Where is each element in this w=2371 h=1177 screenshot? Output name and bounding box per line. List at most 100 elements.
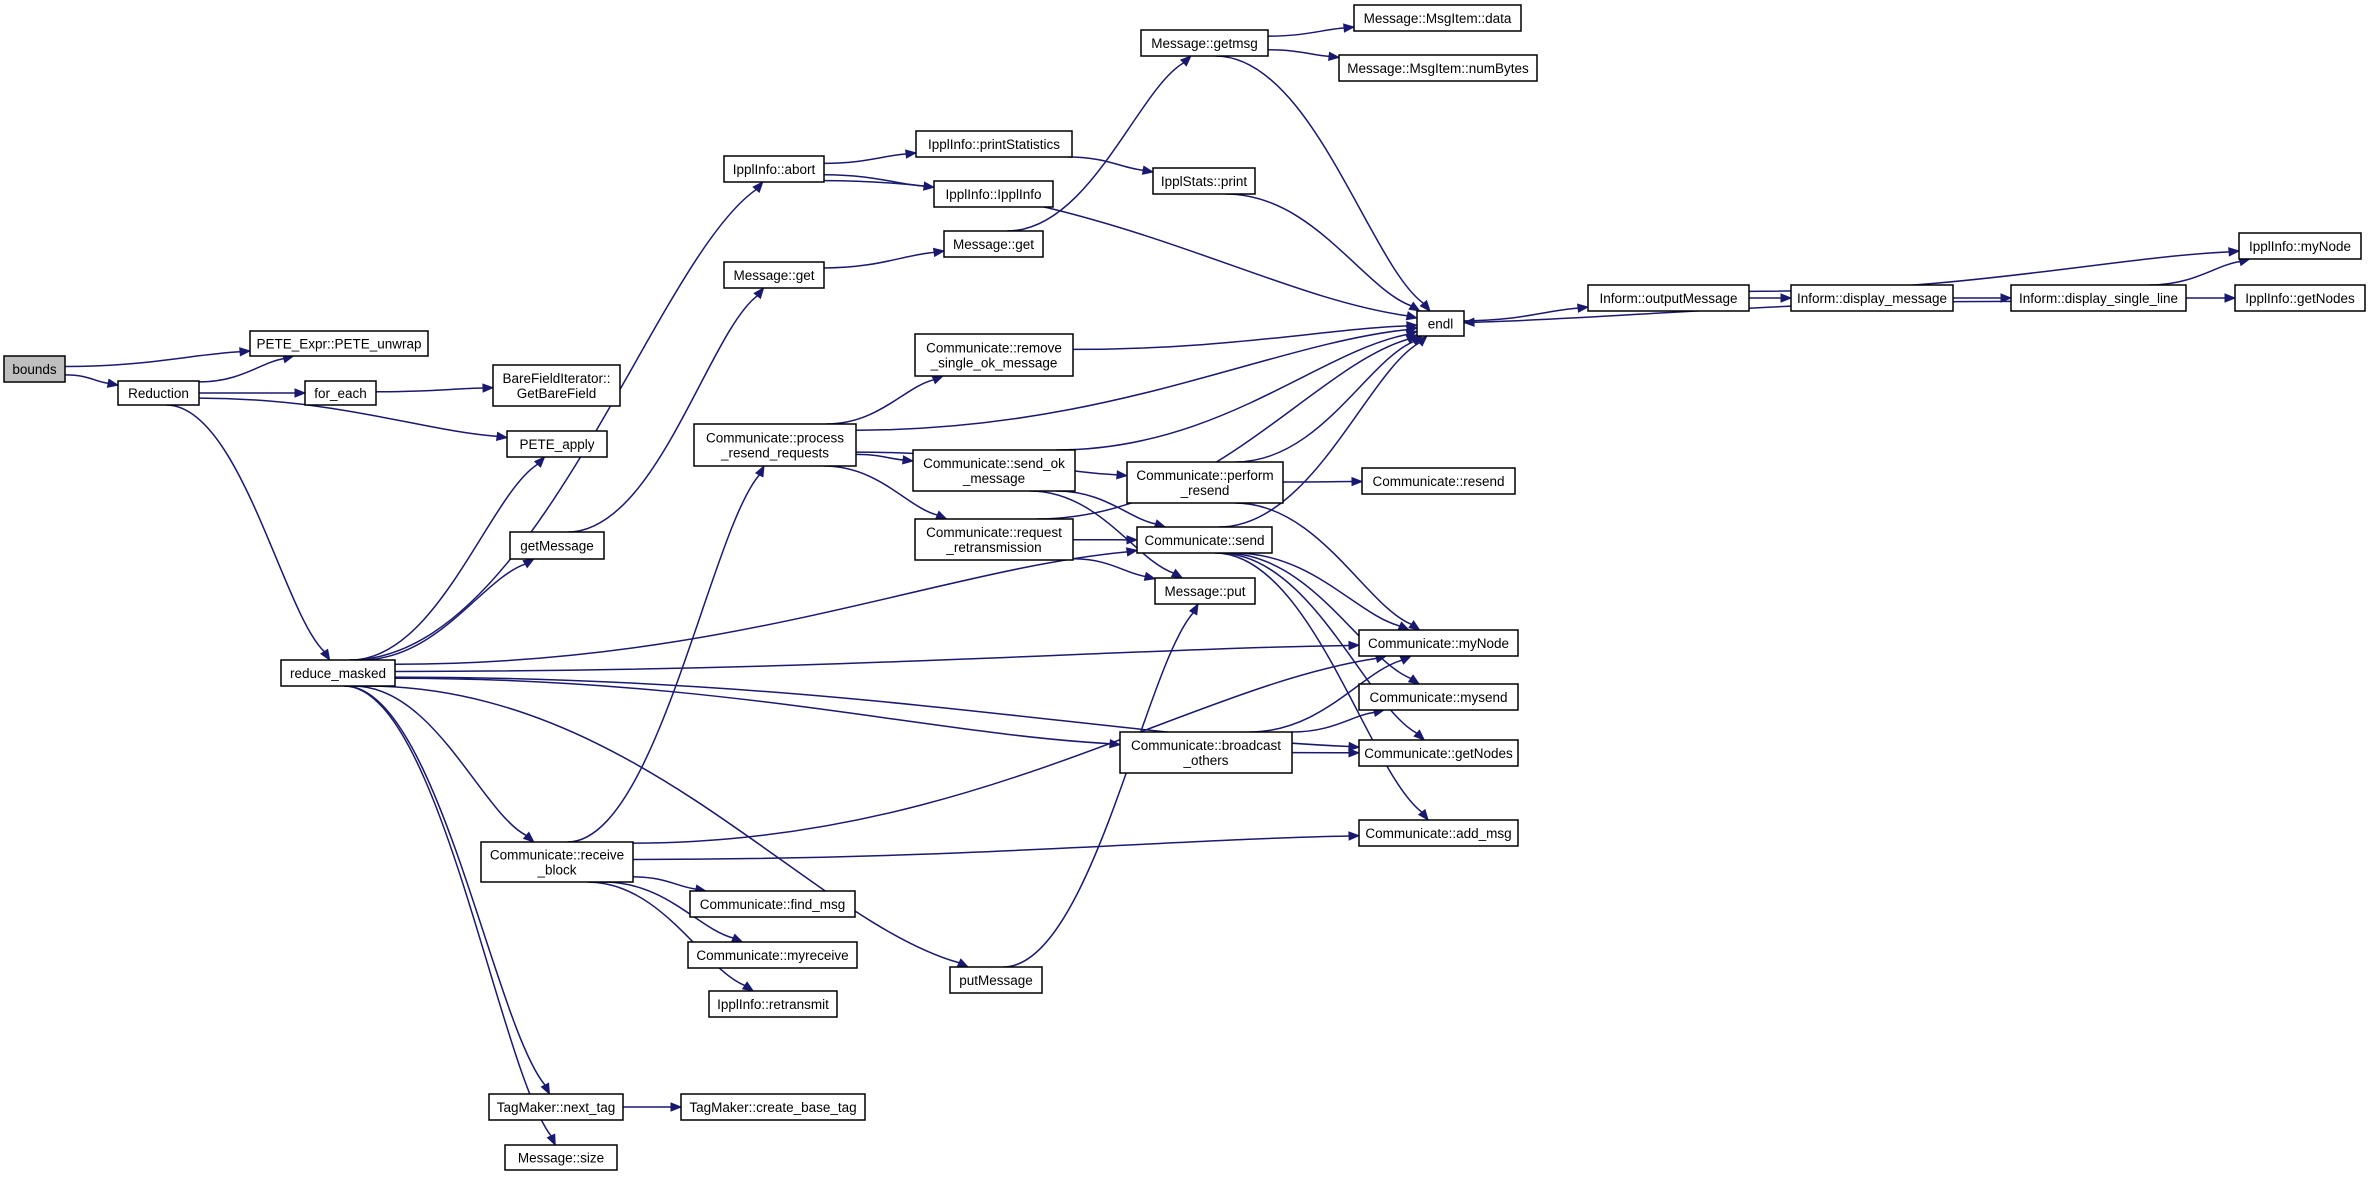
node-label: Communicate::add_msg <box>1365 826 1511 841</box>
node-send_ok[interactable]: Communicate::send_ok_message <box>912 449 1076 492</box>
node-label: Communicate::find_msg <box>700 897 846 912</box>
edge-line <box>1056 333 1408 451</box>
node-perform_resend[interactable]: Communicate::perform_resend <box>1126 461 1284 504</box>
node-message_size[interactable]: Message::size <box>504 1144 618 1171</box>
edge-line <box>1249 659 1403 733</box>
edge-line <box>394 551 1128 666</box>
arrowhead <box>1417 808 1429 822</box>
node-getmsg[interactable]: Message::getmsg <box>1140 29 1269 57</box>
arrowhead <box>934 510 948 520</box>
edge-request_retrans-to-message_put <box>1072 558 1157 581</box>
arrowhead <box>482 383 495 393</box>
node-comm_mynode[interactable]: Communicate::myNode <box>1358 629 1519 657</box>
node-remove_single_ok[interactable]: Communicate::remove_single_ok_message <box>914 333 1074 377</box>
edge-process_resend-to-send_ok <box>855 453 915 465</box>
node-label: Communicate::request <box>926 525 1062 540</box>
node-print_statistics[interactable]: IpplInfo::printStatistics <box>915 130 1073 158</box>
edge-line <box>1235 340 1414 463</box>
node-myreceive[interactable]: Communicate::myreceive <box>687 941 858 969</box>
node-comm_mysend[interactable]: Communicate::mysend <box>1358 683 1519 711</box>
node-ipplstats_print[interactable]: IpplStats::print <box>1152 167 1256 195</box>
node-create_base_tag[interactable]: TagMaker::create_base_tag <box>680 1093 866 1121</box>
node-for_each[interactable]: for_each <box>304 380 377 406</box>
node-label: Message::get <box>733 268 814 283</box>
node-broadcast_others[interactable]: Communicate::broadcast_others <box>1119 731 1293 774</box>
node-comm_getnodes[interactable]: Communicate::getNodes <box>1358 739 1519 767</box>
node-pete_apply[interactable]: PETE_apply <box>506 430 608 458</box>
edge-line <box>1218 552 1418 734</box>
node-box <box>1126 461 1284 504</box>
arrowhead <box>1170 568 1184 579</box>
arrowhead <box>1413 729 1426 741</box>
node-output_message[interactable]: Inform::outputMessage <box>1587 284 1750 312</box>
node-receive_block[interactable]: Communicate::receive_block <box>480 841 634 883</box>
arrowhead <box>1406 321 1419 331</box>
node-box <box>912 449 1076 492</box>
edge-perform_resend-to-comm_resend <box>1282 476 1364 487</box>
edge-line <box>603 881 734 939</box>
arrowhead <box>905 149 918 159</box>
edge-getmsg-to-endl <box>1215 55 1431 313</box>
node-ipplinfo_ctor[interactable]: IpplInfo::IpplInfo <box>933 180 1054 208</box>
node-display_single_line[interactable]: Inform::display_single_line <box>2010 284 2187 312</box>
node-message_put[interactable]: Message::put <box>1154 577 1256 605</box>
node-label: IpplStats::print <box>1161 174 1248 189</box>
node-request_retrans[interactable]: Communicate::request_retransmission <box>914 518 1074 561</box>
edge-ipplstats_print-to-endl <box>1225 193 1421 312</box>
node-putmessage[interactable]: putMessage <box>949 966 1043 994</box>
node-pete_unwrap[interactable]: PETE_Expr::PETE_unwrap <box>249 330 429 357</box>
node-reduction[interactable]: Reduction <box>117 380 200 406</box>
node-label: IpplInfo::getNodes <box>2245 291 2355 306</box>
node-bounds[interactable]: bounds <box>3 355 66 383</box>
node-box <box>1361 467 1516 495</box>
node-box <box>1358 629 1519 657</box>
arrowhead <box>1328 51 1341 61</box>
arrowhead <box>932 247 946 258</box>
node-ippl_getnodes[interactable]: IpplInfo::getNodes <box>2234 284 2366 312</box>
node-getbarefield[interactable]: BareFieldIterator::GetBareField <box>492 364 621 407</box>
arrowhead <box>1780 293 1793 303</box>
edge-remove_single_ok-to-endl <box>1072 321 1419 351</box>
node-msgitem_data[interactable]: Message::MsgItem::data <box>1353 4 1522 32</box>
node-retransmit[interactable]: IpplInfo::retransmit <box>708 990 838 1018</box>
node-label: IpplInfo::abort <box>733 162 816 177</box>
node-box <box>509 531 605 560</box>
node-box <box>1353 4 1522 32</box>
node-message_get2[interactable]: Message::get <box>943 230 1044 258</box>
node-next_tag[interactable]: TagMaker::next_tag <box>488 1093 624 1121</box>
node-box <box>723 261 825 289</box>
node-endl[interactable]: endl <box>1416 310 1465 337</box>
edge-comm_send-to-comm_add_msg <box>1214 552 1429 822</box>
node-comm_add_msg[interactable]: Communicate::add_msg <box>1358 819 1519 847</box>
arrowhead <box>495 431 509 441</box>
edge-next_tag-to-create_base_tag <box>623 1102 683 1112</box>
edge-receive_block-to-comm_add_msg <box>632 831 1361 861</box>
arrowhead <box>522 558 535 569</box>
node-getmessage[interactable]: getMessage <box>509 531 605 560</box>
edge-reduce_masked-to-message_size <box>343 685 556 1147</box>
node-display_message[interactable]: Inform::display_message <box>1790 284 1954 312</box>
node-ippl_mynode[interactable]: IpplInfo::myNode <box>2238 232 2362 260</box>
node-comm_resend[interactable]: Communicate::resend <box>1361 467 1516 495</box>
node-label: _others <box>1182 753 1228 768</box>
node-ippl_abort[interactable]: IpplInfo::abort <box>723 155 825 183</box>
arrowhead <box>1348 831 1361 841</box>
node-box <box>689 890 856 918</box>
node-label: reduce_masked <box>290 666 386 681</box>
edge-bounds-to-pete_unwrap <box>64 347 252 368</box>
node-process_resend[interactable]: Communicate::process_resend_requests <box>693 423 857 467</box>
edge-output_message-to-display_message <box>1748 293 1793 303</box>
edge-line <box>1002 612 1194 968</box>
node-box <box>1790 284 1954 312</box>
node-label: Message::get <box>953 237 1034 252</box>
node-find_msg[interactable]: Communicate::find_msg <box>689 890 856 918</box>
node-msgitem_numbytes[interactable]: Message::MsgItem::numBytes <box>1338 54 1538 82</box>
node-reduce_masked[interactable]: reduce_masked <box>280 659 396 687</box>
arrowhead <box>1125 547 1139 557</box>
node-box <box>693 423 857 467</box>
edge-getmsg-to-msgitem_data <box>1267 23 1356 37</box>
arrowhead <box>1419 299 1431 313</box>
node-comm_send[interactable]: Communicate::send <box>1136 526 1273 554</box>
node-message_get[interactable]: Message::get <box>723 261 825 289</box>
